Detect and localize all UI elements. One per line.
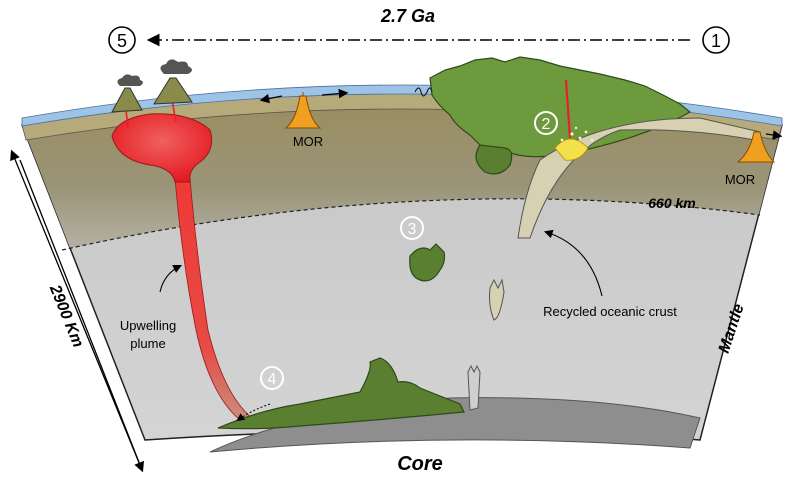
marker-2-group: 2	[534, 111, 558, 135]
upwelling-pointer	[159, 265, 182, 293]
label-upwelling-line2: plume	[130, 336, 165, 351]
melt-zone	[554, 79, 594, 161]
depth-arrow	[19, 159, 144, 473]
marker-5: 5	[117, 31, 127, 51]
marker-2: 2	[542, 116, 551, 133]
label-mor-right: MOR	[725, 172, 755, 187]
label-core: Core	[397, 453, 443, 475]
marker-1-circle	[702, 26, 730, 54]
upwelling-plume	[111, 99, 301, 421]
recycled-pointer	[543, 229, 603, 297]
volcanoes	[111, 59, 193, 113]
label-mor-left: MOR	[293, 134, 323, 149]
slab-fragment-deep	[467, 364, 481, 411]
recycling-arrow	[236, 403, 271, 422]
label-upwelling-line1: Upwelling	[120, 318, 176, 333]
marker-1: 1	[711, 31, 721, 51]
marker-4-group: 4	[260, 366, 284, 390]
timeline-title: 2.7 Ga	[380, 6, 435, 26]
marker-4: 4	[268, 371, 277, 388]
mor-right-ridge	[736, 130, 783, 163]
mor-left-ridge	[259, 88, 349, 129]
marker-3-group: 3	[400, 216, 424, 240]
slab-fragment	[489, 278, 505, 321]
basal-pile	[217, 357, 465, 430]
depth-arrow-back	[10, 149, 143, 471]
marker-5-circle	[108, 26, 136, 54]
timeline: 2.7 Ga 1 5	[108, 6, 730, 54]
boundary-660km	[61, 198, 761, 251]
marker-3: 3	[408, 221, 417, 238]
label-660km: 660 km	[648, 195, 695, 211]
label-depth-total: 2900 Km	[46, 282, 87, 350]
continental-fragment-3	[409, 243, 446, 282]
label-recycled-crust: Recycled oceanic crust	[543, 304, 677, 319]
